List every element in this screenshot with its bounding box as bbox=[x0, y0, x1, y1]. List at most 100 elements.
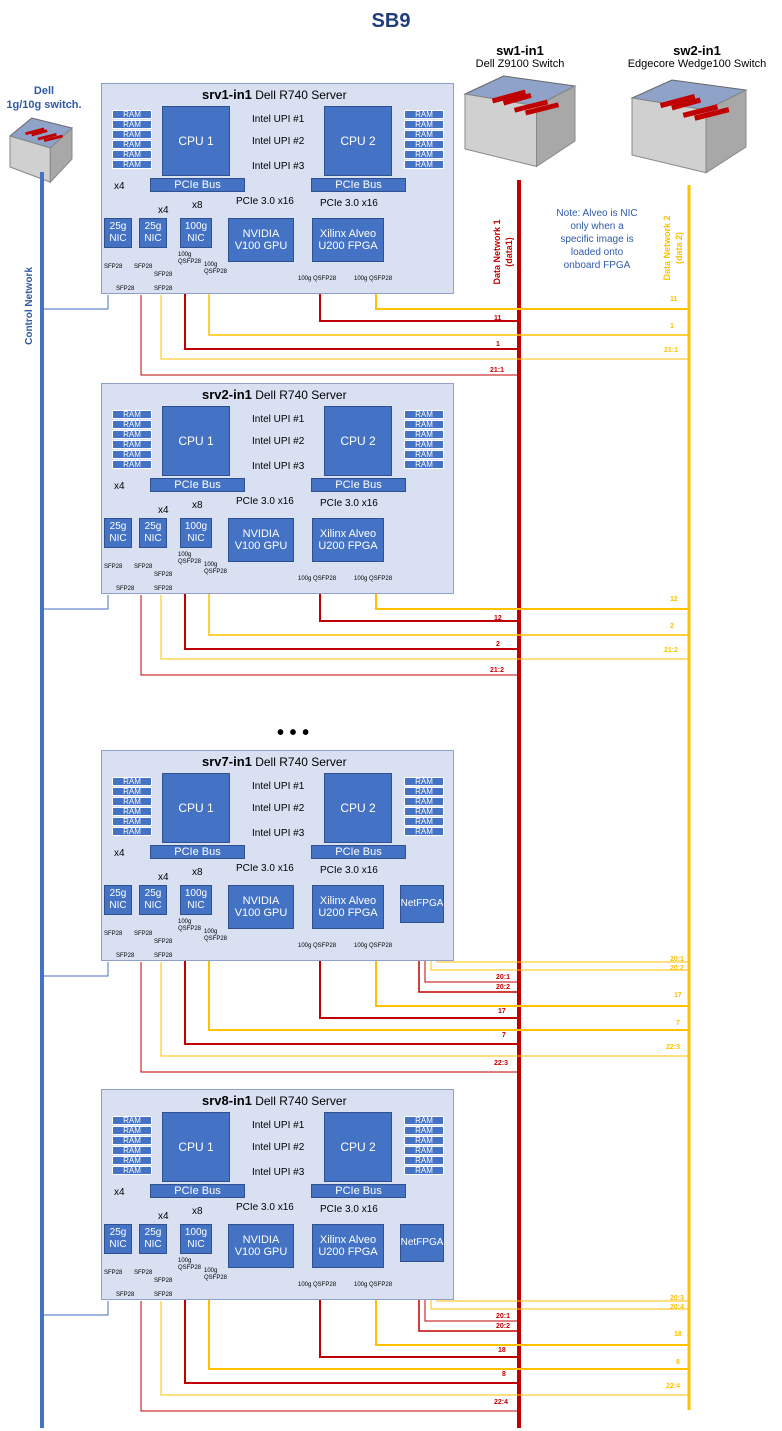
switch-port-label: 12 bbox=[494, 615, 502, 622]
qsfp-bottom: QSFP28 bbox=[178, 1265, 202, 1271]
sfp-to-data2 bbox=[160, 595, 689, 660]
ram-stick: RAM bbox=[112, 1156, 152, 1165]
fpga-label-top: Xilinx Alveo bbox=[319, 1234, 377, 1246]
data-network-2-label: Data Network 2 (data 2) bbox=[661, 203, 685, 293]
ram-stick: RAM bbox=[112, 777, 152, 786]
sw2-model: Edgecore Wedge100 Switch bbox=[627, 58, 767, 70]
sfp28-label: SFP28 bbox=[134, 931, 153, 937]
switch-port-label: 18 bbox=[498, 1347, 506, 1354]
control-link bbox=[42, 595, 109, 610]
sfp28-label: SFP28 bbox=[116, 586, 135, 592]
ram-stick: RAM bbox=[112, 787, 152, 796]
ram-stick: RAM bbox=[112, 817, 152, 826]
sfp28-label: SFP28 bbox=[154, 286, 173, 292]
ram-stick: RAM bbox=[112, 420, 152, 429]
dell-switch-line2: 1g/10g switch. bbox=[6, 99, 82, 111]
nic100-to-data1 bbox=[184, 273, 519, 350]
nic100-to-data2 bbox=[208, 1284, 689, 1370]
nic100-to-data1 bbox=[184, 950, 519, 1045]
upi3-label: Intel UPI #3 bbox=[252, 461, 305, 472]
ram-stick: RAM bbox=[404, 1146, 444, 1155]
sfp28-label: SFP28 bbox=[134, 1270, 153, 1276]
server-title: srv1-in1 Dell R740 Server bbox=[202, 87, 347, 102]
sfp-to-data2 bbox=[160, 295, 689, 360]
switch-port-label: 22:4 bbox=[666, 1383, 681, 1390]
cpu2-block: CPU 2 bbox=[324, 773, 392, 843]
nic-label-top: 25g bbox=[109, 888, 127, 899]
cpu2-block: CPU 2 bbox=[324, 406, 392, 476]
sw1-icon bbox=[463, 75, 577, 168]
pcie-x4-label: x4 bbox=[158, 205, 169, 216]
ram-stick: RAM bbox=[404, 817, 444, 826]
fpga-to-data2 bbox=[375, 945, 689, 1007]
gpu-label-top: NVIDIA bbox=[242, 528, 280, 540]
upi1-label: Intel UPI #1 bbox=[252, 1120, 305, 1131]
pcie-lanes-label: PCIe 3.0 x16 bbox=[236, 496, 294, 507]
pcie-x8-label: x8 bbox=[192, 500, 203, 511]
upi1-label: Intel UPI #1 bbox=[252, 781, 305, 792]
qsfp-top: 100g bbox=[204, 929, 218, 935]
ram-stick: RAM bbox=[112, 1146, 152, 1155]
switch-port-label: 20:1 bbox=[670, 956, 685, 963]
fpga-label-top: Xilinx Alveo bbox=[319, 228, 377, 240]
qsfp-top: 100g bbox=[178, 552, 192, 558]
nic100-to-data2 bbox=[208, 945, 689, 1031]
nic100-to-data1 bbox=[184, 573, 519, 650]
nic-label-top: 25g bbox=[109, 521, 127, 532]
data-network-1-line2: (data1) bbox=[504, 237, 514, 267]
qsfp-bottom: QSFP28 bbox=[204, 269, 228, 275]
data-network-2-line1: Data Network 2 bbox=[662, 215, 672, 281]
server-title: srv8-in1 Dell R740 Server bbox=[202, 1093, 347, 1108]
netfpga-to-data2 bbox=[436, 1263, 689, 1302]
nic-label-bottom: NIC bbox=[187, 1239, 205, 1250]
server-name: srv8-in1 bbox=[202, 1093, 252, 1108]
gpu-label-bottom: V100 GPU bbox=[234, 907, 288, 919]
ram-stick: RAM bbox=[112, 440, 152, 449]
pcie-x4-label: x4 bbox=[114, 181, 125, 192]
data-network-2-line2: (data 2) bbox=[674, 232, 684, 265]
control-network-label: Control Network bbox=[24, 267, 35, 345]
switch-port-label: 22:3 bbox=[666, 1044, 681, 1051]
switch-port-label: 20:2 bbox=[670, 965, 685, 972]
nic100-to-data2 bbox=[208, 578, 689, 636]
switch-port-label: 11 bbox=[670, 296, 678, 303]
upi2-label: Intel UPI #2 bbox=[252, 136, 305, 147]
upi3-label: Intel UPI #3 bbox=[252, 828, 305, 839]
ram-stick: RAM bbox=[112, 410, 152, 419]
cpu2-block: CPU 2 bbox=[324, 106, 392, 176]
server-name: srv7-in1 bbox=[202, 754, 252, 769]
nic-label-top: 25g bbox=[144, 521, 162, 532]
ram-stick: RAM bbox=[404, 440, 444, 449]
qsfp-top: 100g bbox=[204, 562, 218, 568]
server-title: srv2-in1 Dell R740 Server bbox=[202, 387, 347, 402]
ram-stick: RAM bbox=[404, 110, 444, 119]
switch-port-label: 21:1 bbox=[664, 347, 679, 354]
fpga-port-label: 100g QSFP28 bbox=[298, 1282, 337, 1288]
nic-label-top: 25g bbox=[144, 1227, 162, 1238]
ram-stick: RAM bbox=[112, 807, 152, 816]
sfp28-label: SFP28 bbox=[154, 1278, 173, 1284]
pcie-bus-1: PCIe Bus bbox=[150, 478, 245, 492]
fpga-port-label: 100g QSFP28 bbox=[298, 276, 337, 282]
qsfp-top: 100g bbox=[178, 252, 192, 258]
control-link bbox=[42, 1301, 109, 1316]
netfpga-to-data2 bbox=[430, 1263, 689, 1310]
sw2-name: sw2-in1 bbox=[673, 43, 721, 58]
sw2-icon bbox=[630, 79, 748, 174]
netfpga-block: NetFPGA bbox=[400, 885, 444, 923]
fpga-port-label: 100g QSFP28 bbox=[354, 276, 393, 282]
qsfp-bottom: QSFP28 bbox=[204, 936, 228, 942]
pcie-bus-2: PCIe Bus bbox=[311, 845, 406, 859]
sfp-to-data1 bbox=[140, 1301, 519, 1412]
server-model: Dell R740 Server bbox=[255, 1094, 347, 1108]
pcie-bus-2: PCIe Bus bbox=[311, 178, 406, 192]
nic-label-top: 100g bbox=[184, 1227, 208, 1238]
pcie-bus-2: PCIe Bus bbox=[311, 478, 406, 492]
upi3-label: Intel UPI #3 bbox=[252, 1167, 305, 1178]
sfp28-label: SFP28 bbox=[134, 564, 153, 570]
